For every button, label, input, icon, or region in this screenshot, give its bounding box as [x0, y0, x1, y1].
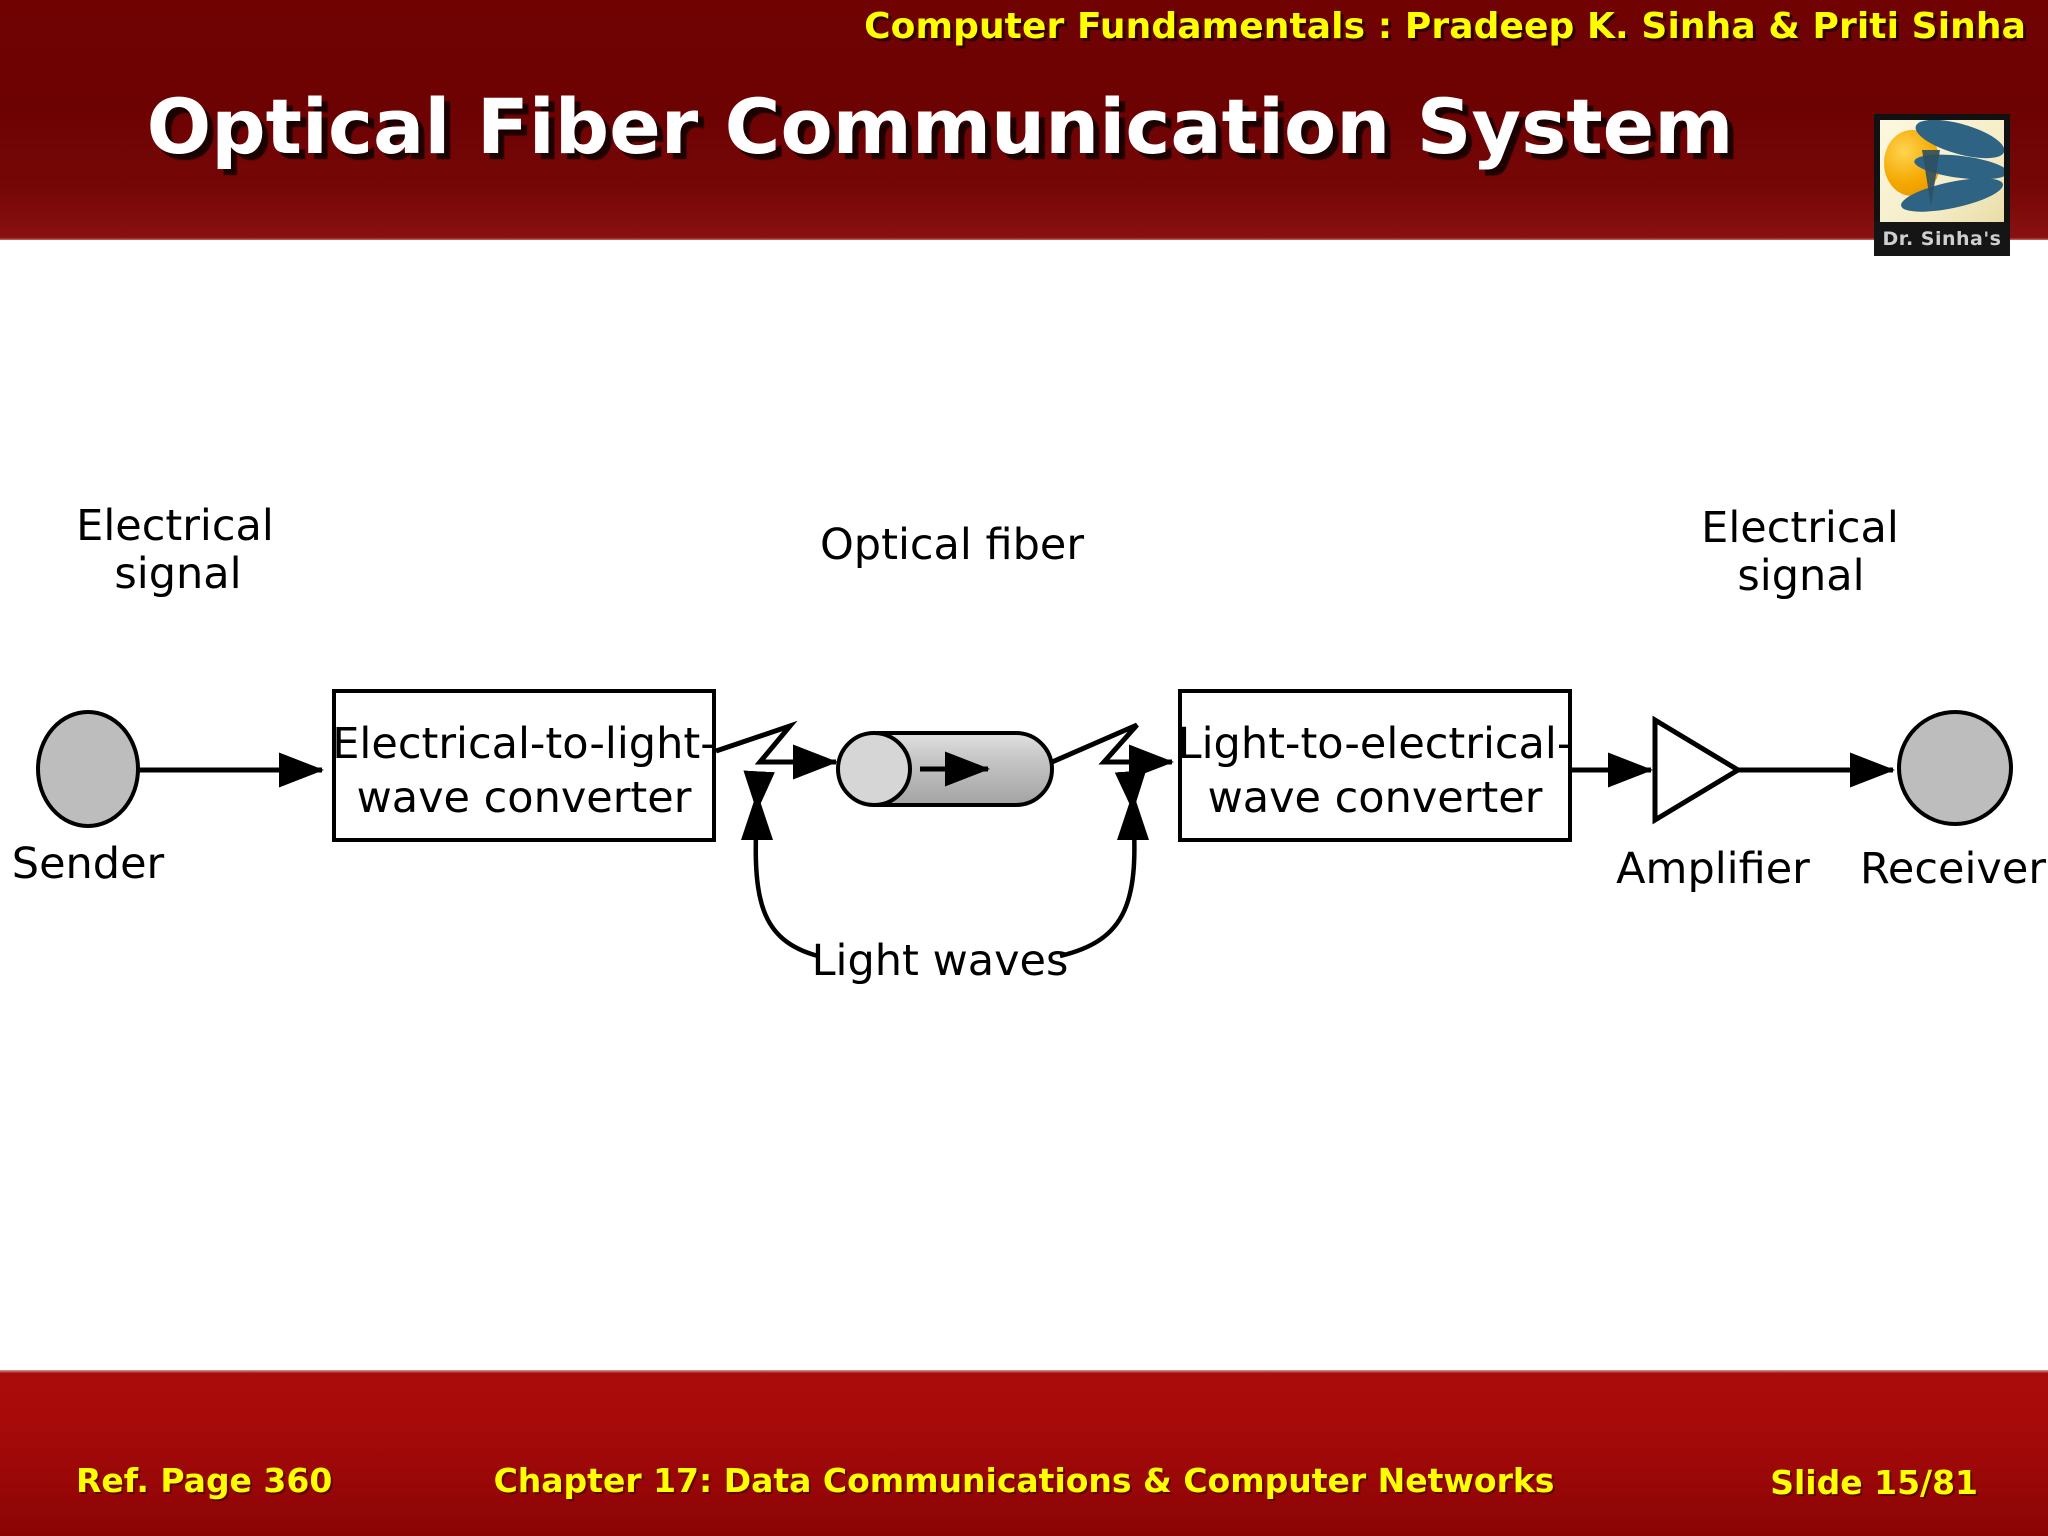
- brand-logo: Dr. Sinha's: [1874, 114, 2010, 256]
- footer-chapter: Chapter 17: Data Communications & Comput…: [493, 1461, 1555, 1500]
- header-band: [0, 0, 2048, 240]
- optical-fiber-end-cap: [836, 731, 912, 807]
- light-to-electrical-converter-box: [1178, 689, 1572, 842]
- optical-fiber-label: Optical fiber: [820, 520, 1084, 570]
- logo-caption: Dr. Sinha's: [1874, 222, 2010, 256]
- receiver-label: Receiver: [1860, 844, 2046, 894]
- light-to-electrical-converter-line2: wave converter: [1208, 773, 1543, 823]
- page-title: Optical Fiber Communication System: [146, 82, 1734, 171]
- sender-node: [36, 710, 140, 828]
- amplifier-label: Amplifier: [1616, 844, 1810, 894]
- electrical-signal-left-line1: Electrical: [76, 501, 274, 551]
- electrical-signal-left-line2: signal: [114, 549, 241, 599]
- sender-label: Sender: [12, 839, 165, 889]
- electrical-signal-right-line2: signal: [1737, 551, 1864, 601]
- zigzag-connector-right: [1051, 722, 1174, 780]
- footer-slide-number: Slide 15/81: [1770, 1463, 1978, 1502]
- optical-fiber-diagram: Sender Electrical signal Electrical-to-l…: [0, 240, 2048, 1370]
- light-to-electrical-converter-line1: Light-to-electrical-: [1178, 719, 1573, 769]
- footer-band: [0, 1370, 2048, 1536]
- electrical-to-light-converter-line1: Electrical-to-light-: [332, 719, 715, 769]
- light-waves-arrowhead-left-icon: [741, 792, 773, 840]
- logo-icon: [1874, 114, 2010, 236]
- logo-stem-icon: [1922, 150, 1940, 206]
- electrical-signal-right-line1: Electrical: [1701, 503, 1899, 553]
- electrical-to-light-converter-line2: wave converter: [357, 773, 692, 823]
- header-subtitle: Computer Fundamentals : Pradeep K. Sinha…: [864, 6, 2026, 47]
- light-waves-label: Light waves: [812, 936, 1069, 986]
- light-waves-arrowhead-right-icon: [1117, 792, 1149, 840]
- light-waves-curve-right: [1059, 770, 1147, 959]
- footer-ref-page: Ref. Page 360: [76, 1461, 333, 1500]
- zigzag-connector-left: [715, 720, 838, 780]
- receiver-node: [1897, 710, 2013, 826]
- electrical-to-light-converter-box: [332, 689, 716, 842]
- amplifier-symbol: [1652, 715, 1743, 825]
